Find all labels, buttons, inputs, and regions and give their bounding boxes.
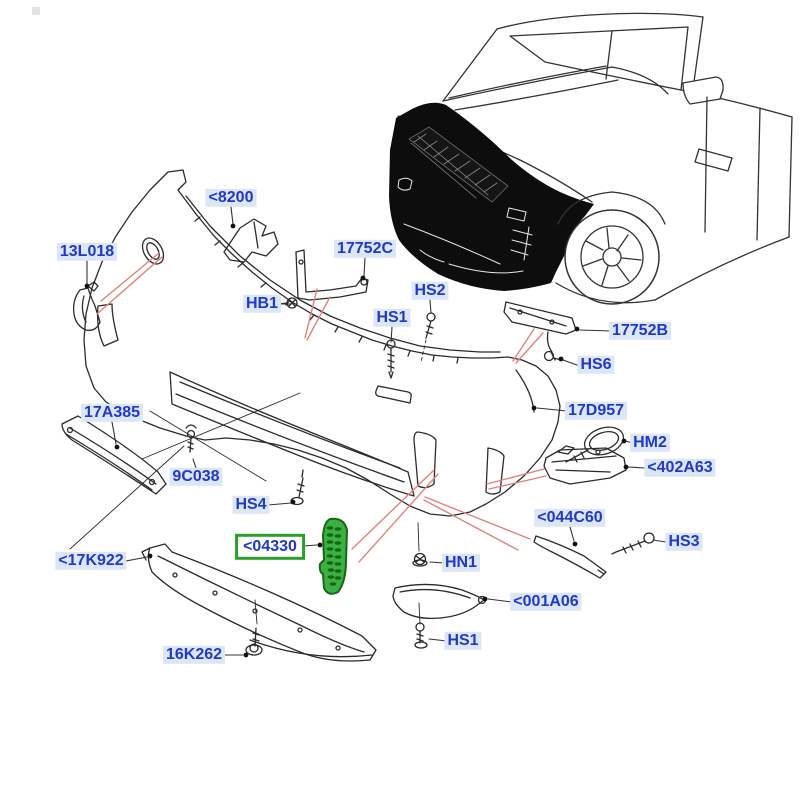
leader-dots <box>84 223 629 658</box>
part-label-hs4[interactable]: HS4 <box>232 495 270 515</box>
part-label-hm2[interactable]: HM2 <box>630 433 670 453</box>
bracket-8200 <box>223 218 279 263</box>
part-label-17752c[interactable]: 17752C <box>333 239 397 259</box>
part-label-hb1[interactable]: HB1 <box>242 294 282 314</box>
part-label-hn1[interactable]: HN1 <box>441 553 481 573</box>
part-label-04330[interactable]: <04330 <box>235 533 305 561</box>
screw-HS1-lower <box>414 622 428 649</box>
leader-lines <box>86 206 667 656</box>
part-label-402a63[interactable]: <402A63 <box>644 458 716 478</box>
deflector-17A385 <box>61 415 167 495</box>
red-locator-lines <box>96 252 547 563</box>
part-label-9c038[interactable]: 9C038 <box>169 467 223 487</box>
screw-HS4 <box>290 469 305 506</box>
part-label-16k262[interactable]: 16K262 <box>162 645 226 665</box>
bolt-9C038 <box>185 424 197 453</box>
part-label-001a06[interactable]: <001A06 <box>510 592 582 612</box>
part-label-hs3[interactable]: HS3 <box>665 532 703 552</box>
part-label-17k922[interactable]: <17K922 <box>55 551 127 571</box>
part-label-17d957[interactable]: 17D957 <box>564 401 628 421</box>
bumper-outline <box>83 169 561 517</box>
car-grille-mesh <box>408 126 509 203</box>
car-fender-vent <box>694 148 733 172</box>
bracket-17752B <box>503 301 577 353</box>
part-label-hs2[interactable]: HS2 <box>411 281 449 301</box>
car-mirror <box>682 76 724 105</box>
nut-HN1 <box>412 522 428 567</box>
car-side-glass <box>509 26 689 91</box>
bezel-001A06 <box>392 583 487 625</box>
screw-HS3 <box>611 532 655 555</box>
part-label-hs6[interactable]: HS6 <box>577 355 615 375</box>
part-label-hs1[interactable]: HS1 <box>373 308 411 328</box>
washer-jet-hole <box>141 237 165 265</box>
valance-17K922 <box>141 543 377 662</box>
part-label-13l018[interactable]: 13L018 <box>56 242 118 262</box>
part-label-17a385[interactable]: 17A385 <box>80 403 144 423</box>
vehicle-illustration <box>389 12 793 305</box>
bolt-16K262 <box>245 599 263 656</box>
vent-04330-highlighted <box>318 517 348 595</box>
part-label-044c60[interactable]: <044C60 <box>534 508 606 528</box>
part-label-17752b[interactable]: 17752B <box>608 321 672 341</box>
part-label-hs1[interactable]: HS1 <box>444 631 482 651</box>
part-label-8200[interactable]: <8200 <box>205 188 257 208</box>
car-roofline <box>496 12 704 30</box>
trim-044C60 <box>533 535 607 579</box>
bracket-402A63 <box>543 445 627 485</box>
plug-HM2 <box>583 426 625 456</box>
car-front-wheel <box>557 191 666 305</box>
washer-jet-cover-13L018 <box>72 281 101 331</box>
corner-mark <box>32 7 40 15</box>
